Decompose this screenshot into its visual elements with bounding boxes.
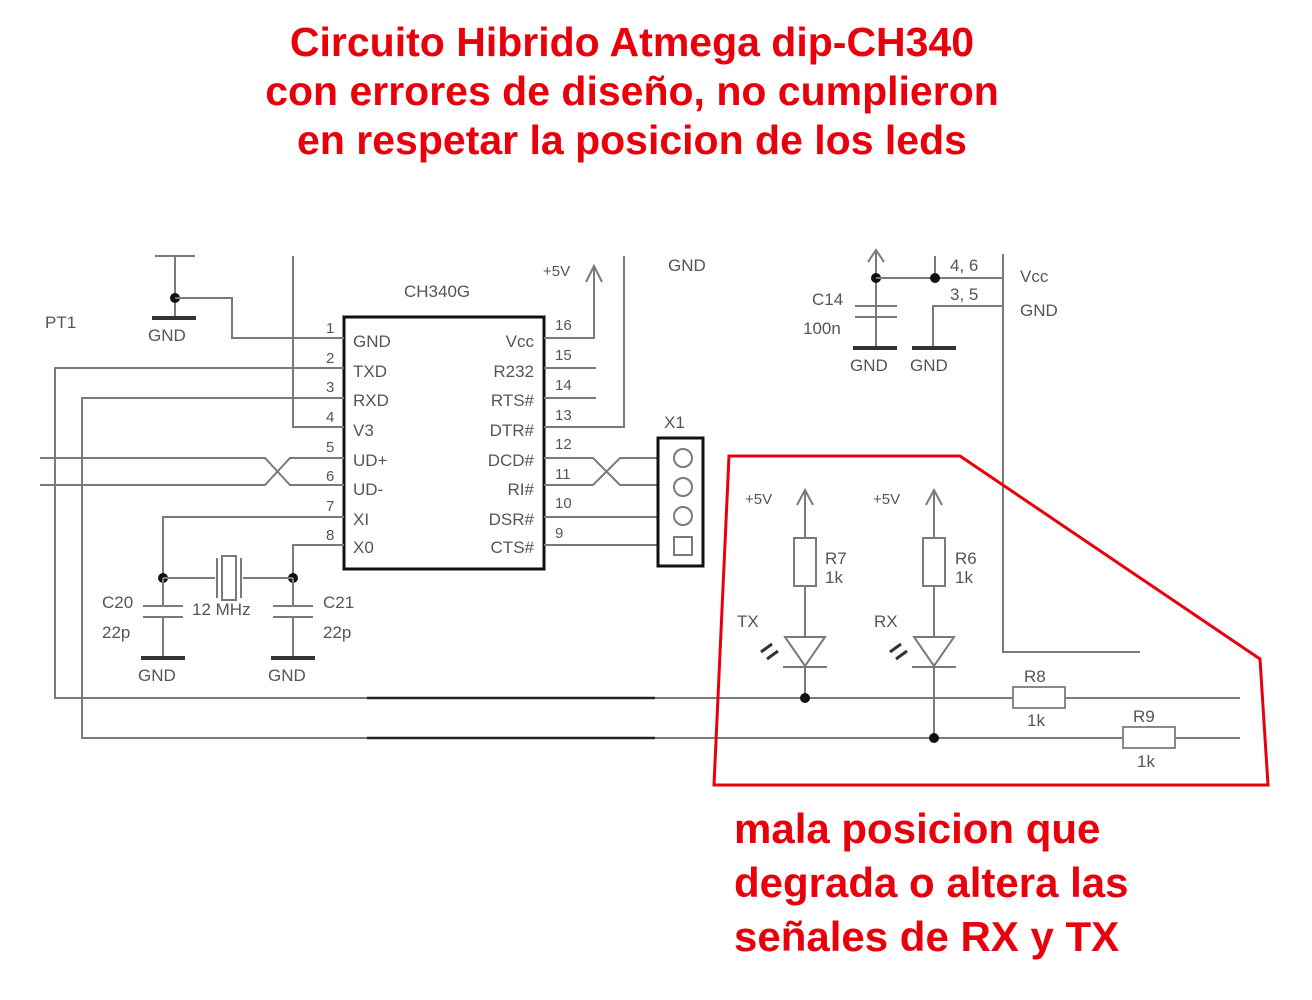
pin-name: RXD [353,391,389,410]
crystal-12mhz [216,555,242,601]
pin-number: 3 [326,379,334,396]
title-line-3: en respetar la posicion de los leds [297,117,967,163]
pin-name: R232 [493,362,534,381]
header-pin [673,506,693,526]
pin-number: 11 [555,466,571,483]
c20-ref: C20 [102,593,133,612]
resistor-r9 [1122,726,1176,749]
led-tx-label: TX [737,612,759,631]
header-pin-square [673,536,693,556]
capacitor-c14 [853,305,897,350]
c14-ref: C14 [812,290,843,309]
led-rx-branch [889,487,956,743]
r9-value: 1k [1137,752,1155,771]
r8-value: 1k [1027,711,1045,730]
ch340g-chip [342,315,546,571]
header-pin [673,477,693,497]
r7-ref: R7 [825,549,847,568]
supply-5v-arrow [585,263,603,283]
pin-name: CTS# [491,538,535,557]
resistor-r7 [793,537,817,587]
gnd-label: GND [668,256,706,275]
pin-name: V3 [353,421,374,440]
gnd-label: GND [850,356,888,375]
diagram-title: Circuito Hibrido Atmega dip-CH340 con er… [0,18,1264,165]
capacitor-c21 [271,578,315,660]
c14-value: 100n [803,319,841,338]
r7-value: 1k [825,568,843,587]
gnd-label: GND [138,666,176,685]
gnd-label: GND [148,326,186,345]
pin-number: 2 [326,350,334,367]
supply-arrow-top-right [867,248,885,263]
vcc-label: Vcc [1020,267,1049,286]
pin-number: 12 [555,436,572,453]
title-line-1: Circuito Hibrido Atmega dip-CH340 [289,19,975,65]
c21-ref: C21 [323,593,354,612]
pin-number: 7 [326,498,334,515]
led-tx-branch [760,487,827,703]
pin-number: 1 [326,320,334,337]
pin-name: TXD [353,362,387,381]
pin-name: RI# [508,480,535,499]
resistor-r6 [922,537,946,587]
c21-value: 22p [323,623,351,642]
pin-number: 16 [555,317,572,334]
pin-name: DTR# [490,421,535,440]
pin-number: 10 [555,495,572,512]
resistor-r8 [1012,686,1066,709]
pin-number: 5 [326,439,334,456]
header-x1-label: X1 [664,413,685,432]
annotation-line-1: mala posicion que [734,805,1101,852]
led-tx-icon [783,636,827,668]
connector-label-pt1: PT1 [45,313,76,332]
error-annotation: mala posicion que degrada o altera las s… [734,802,1129,964]
pin-name: RTS# [491,391,535,410]
gnd-symbol-top-left: GND [148,255,196,345]
crystal-frequency: 12 MHz [192,600,251,619]
annotation-line-2: degrada o altera las [734,859,1129,906]
ic-left-pins [300,337,344,546]
r8-ref: R8 [1024,667,1046,686]
pin-number: 13 [555,407,572,424]
r6-ref: R6 [955,549,977,568]
vcc-pins-label: 4, 6 [950,256,978,275]
led-rx-label: RX [874,612,898,631]
pin-number: 6 [326,468,334,485]
pin-number: 4 [326,409,334,426]
title-line-2: con errores de diseño, no cumplieron [265,68,999,114]
r6-value: 1k [955,568,973,587]
pin-name: DCD# [488,451,535,470]
pin-name: UD+ [353,451,388,470]
pin-number: 14 [555,377,572,394]
gnd-pins-label: 3, 5 [950,285,978,304]
led-rx-icon [912,636,956,668]
pin-number: 15 [555,347,572,364]
ic-name: CH340G [404,282,470,301]
pin-name: Vcc [506,332,535,351]
annotation-line-3: señales de RX y TX [734,913,1120,960]
supply-5v-label: +5V [873,491,900,508]
pin-name: XI [353,510,369,529]
r9-ref: R9 [1133,707,1155,726]
pin-name: UD- [353,480,383,499]
header-pin [673,448,693,468]
header-x1 [656,436,705,568]
pin-name: X0 [353,538,374,557]
gnd-label: GND [910,356,948,375]
gnd-label: GND [268,666,306,685]
pin-number: 8 [326,527,334,544]
c20-value: 22p [102,623,130,642]
pin-name: GND [353,332,391,351]
supply-5v-label: +5V [543,263,570,280]
error-highlight-outline [712,454,1270,787]
supply-5v-label: +5V [745,491,772,508]
capacitor-c20 [141,578,185,660]
pin-number: 9 [555,525,563,542]
pin-name: DSR# [489,510,535,529]
gnd-label-right: GND [1020,301,1058,320]
